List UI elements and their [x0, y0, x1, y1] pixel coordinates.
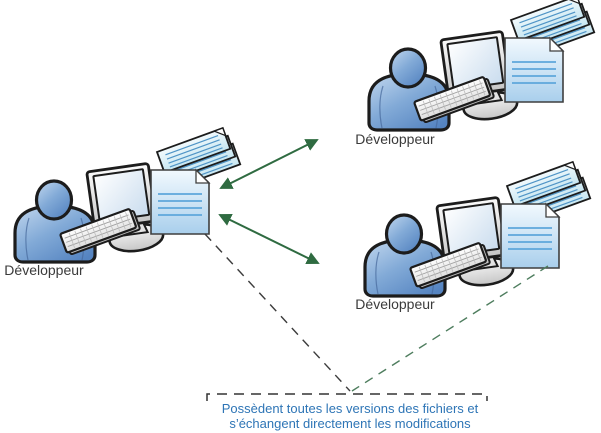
- developer-label-left: Développeur: [4, 262, 84, 278]
- developer-group-top-right: [369, 0, 594, 130]
- dashed-connector-right: [351, 265, 549, 392]
- note-bracket: [206, 393, 488, 401]
- developer-group-bottom-right: [365, 161, 590, 296]
- developer-group-left: [15, 127, 240, 262]
- developer-label-bottom-right: Développeur: [355, 296, 435, 312]
- note: Possèdent toutes les versions des fichie…: [200, 401, 500, 431]
- sync-arrow-bottom: [218, 214, 320, 264]
- dashed-connector-left: [204, 233, 351, 392]
- sync-arrow-top: [219, 139, 319, 189]
- note-line-1: Possèdent toutes les versions des fichie…: [221, 401, 479, 416]
- developer-label-top-right: Développeur: [355, 131, 435, 147]
- note-line-2: s’échangent directement les modification…: [229, 416, 471, 431]
